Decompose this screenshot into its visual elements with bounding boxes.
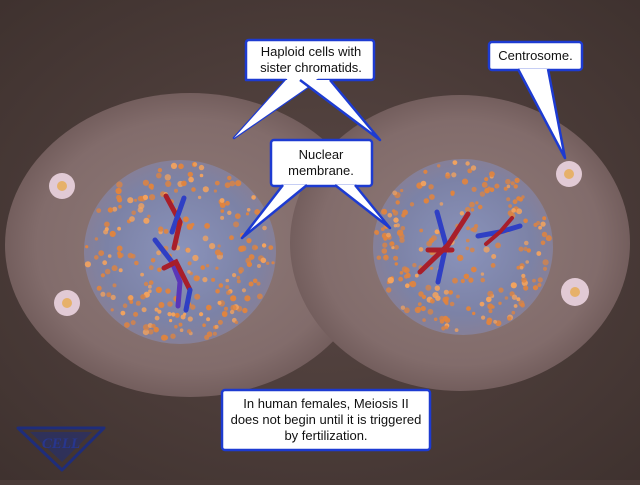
left-nucleus (84, 160, 276, 344)
right-chromosomes (417, 209, 523, 285)
right-nucleus (373, 159, 553, 335)
right-cell (290, 95, 630, 391)
callout-nuclear-membrane (240, 138, 392, 240)
cell-logo: CELL (16, 426, 106, 472)
callout-haploid (232, 38, 382, 142)
right-nuclear-membrane-dots (374, 160, 552, 332)
logo-text: CELL (42, 436, 80, 452)
callout-haploid-text: Haploid cells with sister chromatids. (260, 44, 362, 75)
callout-centrosome (487, 40, 584, 160)
left-centrosome-top (49, 173, 75, 199)
callout-note-text: In human females, Meiosis II does not be… (230, 396, 422, 443)
callout-centrosome-text: Centrosome. (498, 48, 573, 63)
left-chromosomes (152, 193, 193, 313)
callout-nuclear-membrane-text: Nuclear membrane. (288, 147, 354, 178)
left-centrosome-bottom (54, 290, 80, 316)
callout-note-box (220, 388, 432, 452)
right-centrosome-top (556, 161, 582, 187)
right-centrosome-bottom (561, 278, 589, 306)
